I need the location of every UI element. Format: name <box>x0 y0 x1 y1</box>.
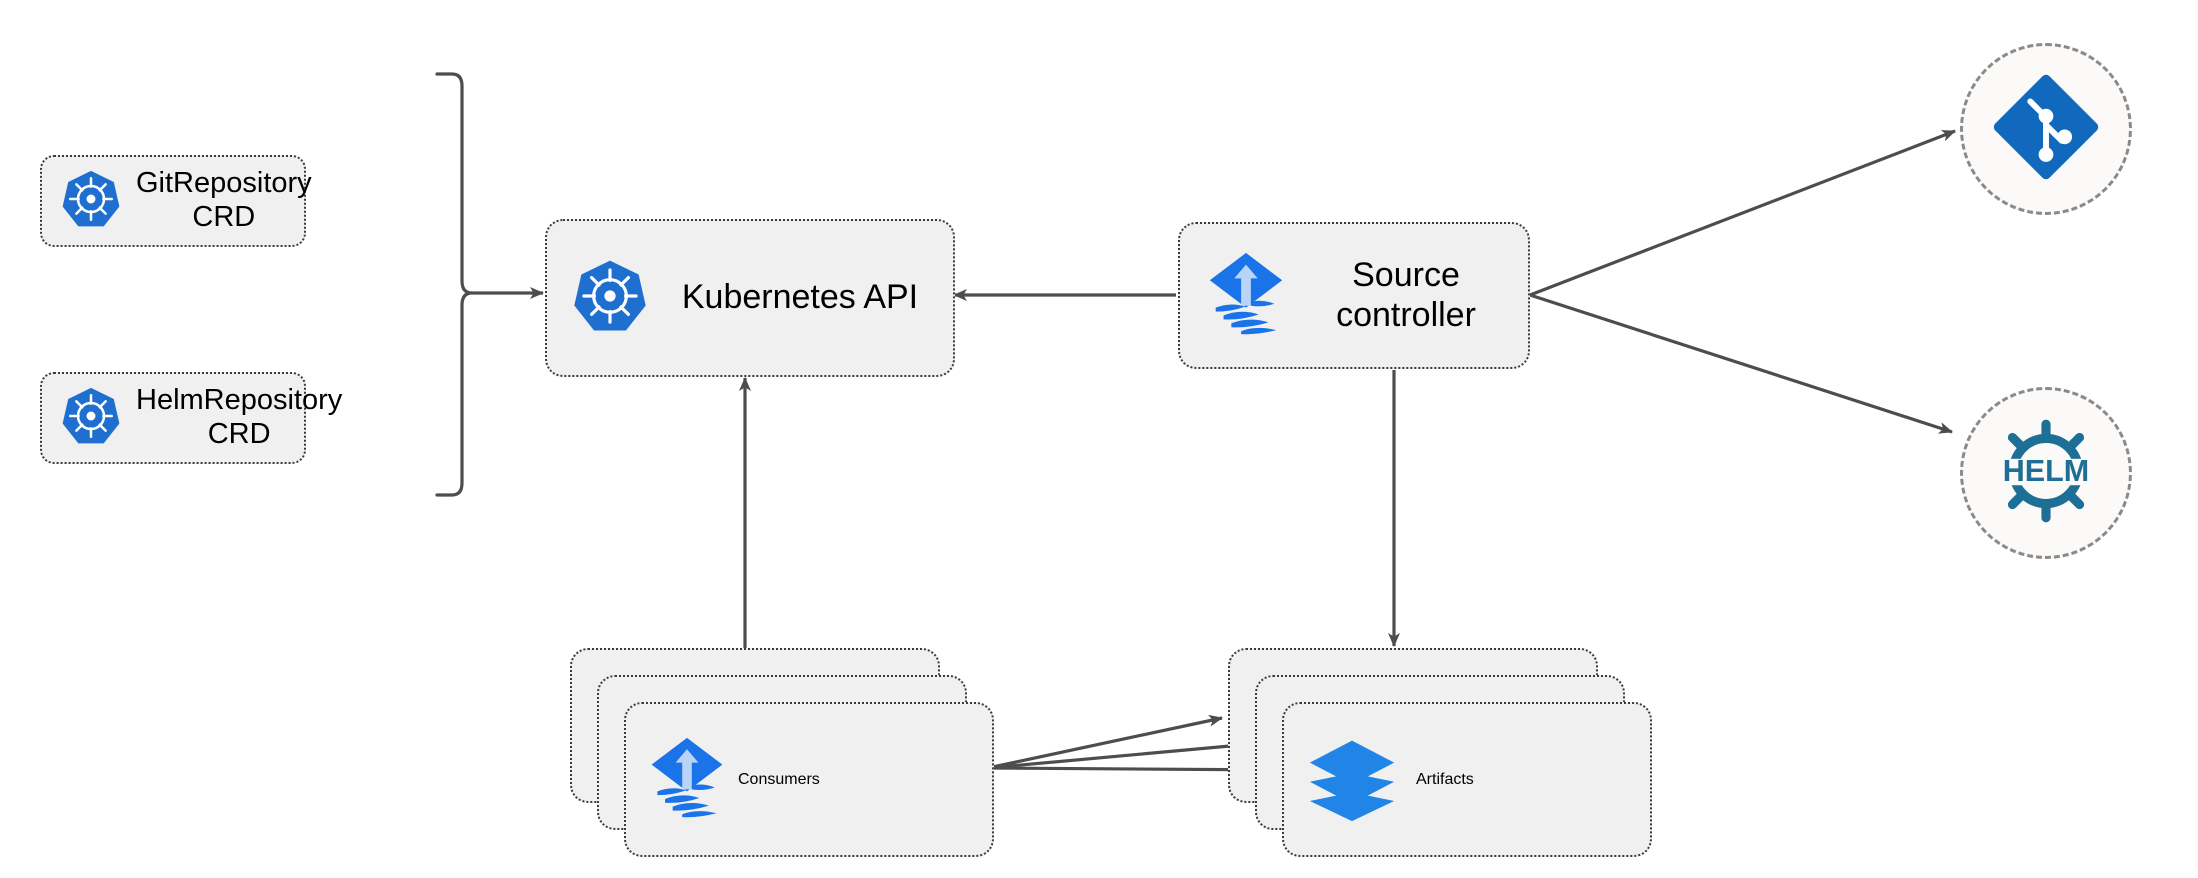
node-gitrepository-crd[interactable]: GitRepository CRD <box>40 155 312 247</box>
consumers-card-front[interactable]: Consumers <box>624 702 994 857</box>
node-artifacts-stack[interactable]: Artifacts <box>1228 648 1652 857</box>
source-controller-label: Source controller <box>1336 256 1476 334</box>
node-kubernetes-api[interactable]: Kubernetes API <box>545 219 955 377</box>
node-helm-provider[interactable]: HELM <box>1960 387 2132 559</box>
kubernetes-icon <box>60 385 122 452</box>
node-git-provider[interactable] <box>1960 43 2132 215</box>
node-source-controller[interactable]: Source controller <box>1178 222 1530 369</box>
node-consumers-stack[interactable]: Consumers <box>570 648 994 857</box>
helm-wordmark: HELM <box>2003 454 2089 488</box>
git-icon <box>1987 68 2105 191</box>
flux-icon <box>644 732 730 827</box>
wire-source-controller-to-git-provider <box>1529 129 1956 297</box>
artifacts-label: Artifacts <box>1416 770 1474 788</box>
flux-icon <box>1202 247 1290 344</box>
helmrepository-crd-label: HelmRepository CRD <box>136 384 343 450</box>
wire-consumers-to-artifacts-1 <box>987 714 1223 770</box>
kubernetes-icon <box>60 168 122 235</box>
gitrepository-crd-label: GitRepository CRD <box>136 167 312 233</box>
artifacts-card-front[interactable]: Artifacts <box>1282 702 1652 857</box>
kubernetes-api-label: Kubernetes API <box>681 278 919 317</box>
node-helmrepository-crd[interactable]: HelmRepository CRD <box>40 372 342 464</box>
crd-group-bracket <box>435 72 473 497</box>
consumers-label: Consumers <box>738 770 820 788</box>
wire-source-controller-to-helm-provider <box>1529 293 1953 434</box>
wire-consumers-to-artifacts-2 <box>987 739 1253 770</box>
helm-icon: HELM <box>1985 410 2107 537</box>
kubernetes-icon <box>571 257 649 340</box>
layers-icon <box>1306 731 1398 828</box>
